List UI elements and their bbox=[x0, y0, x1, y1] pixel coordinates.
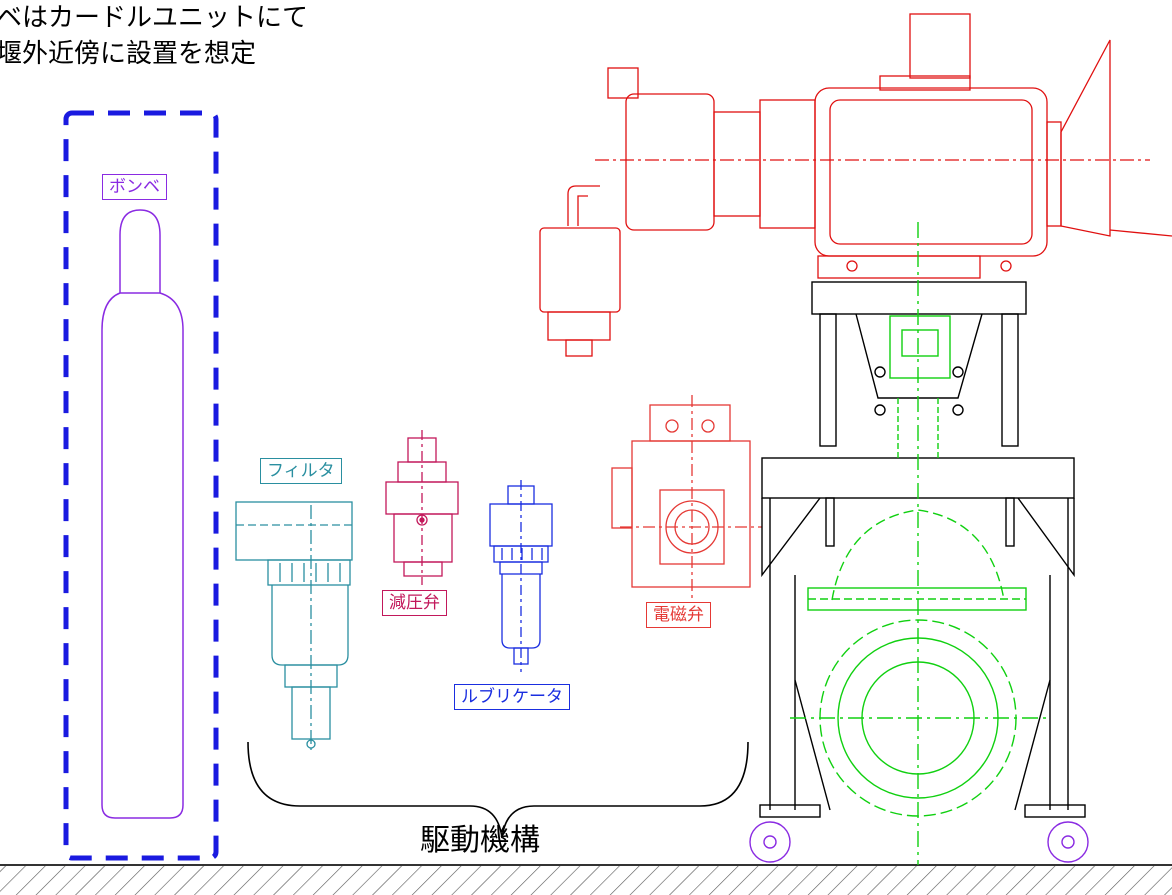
lubricator-label: ルブリケータ bbox=[454, 684, 570, 710]
ground bbox=[0, 864, 1172, 895]
actuator-drawing bbox=[539, 13, 1172, 357]
drive-mechanism-caption: 駆動機構 bbox=[420, 823, 540, 858]
gas-cylinder bbox=[101, 209, 184, 819]
lubricator-drawing bbox=[489, 480, 553, 672]
cylinder-label: ボンベ bbox=[102, 174, 167, 200]
filter-drawing bbox=[235, 501, 353, 750]
solenoid-drawing bbox=[611, 395, 762, 600]
reducer-label: 減圧弁 bbox=[382, 590, 447, 616]
caster-left bbox=[749, 821, 791, 863]
valve-drawing bbox=[790, 222, 1048, 865]
note-line-1: ンベはカードルユニットにて bbox=[0, 3, 309, 33]
note-line-2: ク堰外近傍に設置を想定 bbox=[0, 39, 257, 69]
filter-label: フィルタ bbox=[260, 458, 342, 484]
stand-frame bbox=[759, 281, 1086, 818]
installation-note: ンベはカードルユニットにて ク堰外近傍に設置を想定 bbox=[0, 0, 308, 72]
caster-right bbox=[1047, 821, 1089, 863]
reducer-drawing bbox=[385, 430, 459, 585]
solenoid-label: 電磁弁 bbox=[646, 602, 711, 628]
cylinder-boundary bbox=[63, 110, 219, 861]
drive-mechanism-brace bbox=[247, 741, 749, 839]
